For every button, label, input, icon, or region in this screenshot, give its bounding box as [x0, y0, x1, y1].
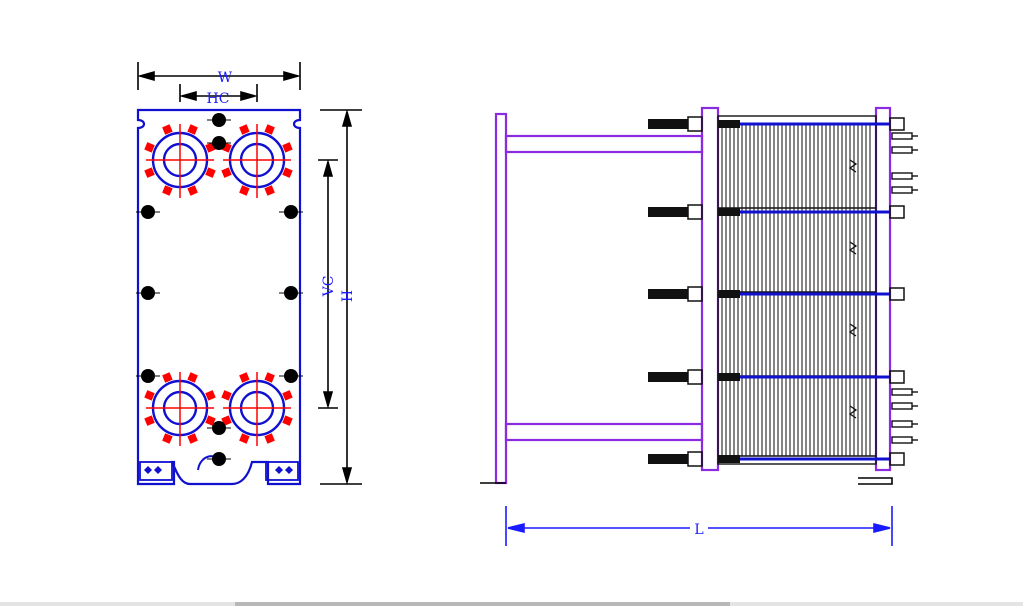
gasket-mark	[144, 167, 155, 178]
tie-rod-end-nut	[889, 287, 905, 301]
gasket-mark	[144, 390, 155, 401]
tie-rod-clamp	[718, 290, 740, 298]
break-mark	[848, 159, 858, 173]
gasket-mark	[187, 372, 198, 383]
tie-rod-washer	[687, 451, 703, 467]
tie-rod-clamp	[718, 208, 740, 216]
label-l: L	[694, 522, 703, 538]
gasket-mark	[187, 124, 198, 135]
gasket-mark	[221, 167, 232, 178]
gasket-mark	[221, 390, 232, 401]
tie-rod-washer	[687, 116, 703, 132]
bottom-guide-bar	[504, 422, 704, 442]
fixed-frame-plate	[494, 112, 508, 485]
connector-stub	[891, 402, 913, 410]
tie-rod-nut	[648, 207, 688, 217]
gasket-mark	[264, 372, 275, 383]
connector-stub	[891, 420, 913, 428]
gasket-mark	[162, 372, 173, 383]
tie-rod-clamp	[718, 455, 740, 463]
dimension-vertical-center	[318, 159, 338, 409]
tie-rod-end-nut	[889, 370, 905, 384]
gasket-mark	[282, 415, 293, 426]
gasket-mark	[205, 415, 216, 426]
tie-rod-clamp	[718, 120, 740, 128]
gasket-mark	[144, 415, 155, 426]
side-view: L	[480, 106, 918, 546]
gasket-mark	[187, 185, 198, 196]
connector-stub	[891, 436, 913, 444]
bolt-holes	[136, 113, 303, 466]
gasket-mark	[162, 433, 173, 444]
tie-rod-nut	[648, 119, 688, 129]
tie-rod-washer	[687, 204, 703, 220]
bottom-slot-right	[265, 461, 299, 481]
gasket-mark	[264, 124, 275, 135]
port-top-left	[146, 124, 214, 198]
gasket-mark	[205, 390, 216, 401]
gasket-marks	[144, 124, 293, 444]
tie-rod-end-nut	[889, 205, 905, 219]
label-w: W	[218, 70, 233, 86]
pressure-plate	[700, 106, 720, 472]
label-hc: HC	[207, 91, 230, 107]
gasket-mark	[205, 167, 216, 178]
connector-stub	[891, 172, 913, 180]
break-mark	[848, 405, 858, 419]
dimension-height	[320, 109, 362, 485]
tie-rods	[648, 116, 905, 467]
support-column	[874, 106, 892, 472]
tie-rod-end-nut	[889, 452, 905, 466]
connector-stub	[891, 388, 913, 396]
tie-rod-nut	[648, 454, 688, 464]
gasket-mark	[264, 433, 275, 444]
gasket-mark	[162, 185, 173, 196]
plate-pack-lines	[718, 123, 876, 457]
dimension-horizontal-center	[179, 84, 258, 102]
gasket-mark	[187, 433, 198, 444]
horizontal-scrollbar-thumb[interactable]	[235, 602, 730, 606]
dimension-width	[137, 62, 301, 90]
connector-stubs	[891, 132, 918, 444]
front-view: W HC VC H	[136, 62, 362, 486]
gasket-mark	[282, 167, 293, 178]
tie-rod-clamp	[718, 373, 740, 381]
bottom-slot-left	[139, 461, 173, 481]
gasket-mark	[264, 185, 275, 196]
break-mark	[848, 241, 858, 255]
gasket-mark	[282, 142, 293, 153]
gasket-mark	[282, 390, 293, 401]
tie-rod-washer	[687, 369, 703, 385]
gasket-mark	[239, 124, 250, 135]
top-guide-bar	[504, 134, 704, 154]
connector-stub	[891, 186, 913, 194]
label-vc: VC	[321, 276, 337, 298]
connector-stub	[891, 132, 913, 140]
break-mark	[848, 323, 858, 337]
port-bottom-left	[146, 372, 214, 446]
tie-rod-nut	[648, 289, 688, 299]
gasket-mark	[144, 142, 155, 153]
port-bottom-right	[223, 372, 291, 446]
tie-rod-washer	[687, 286, 703, 302]
gasket-mark	[162, 124, 173, 135]
label-h: H	[340, 290, 356, 302]
gasket-mark	[239, 372, 250, 383]
gasket-mark	[239, 185, 250, 196]
tie-rod-end-nut	[889, 117, 905, 131]
connector-stub	[891, 146, 913, 154]
gasket-mark	[239, 433, 250, 444]
tie-rod-nut	[648, 372, 688, 382]
plate-outline	[136, 108, 302, 486]
port-top-right	[223, 124, 291, 198]
